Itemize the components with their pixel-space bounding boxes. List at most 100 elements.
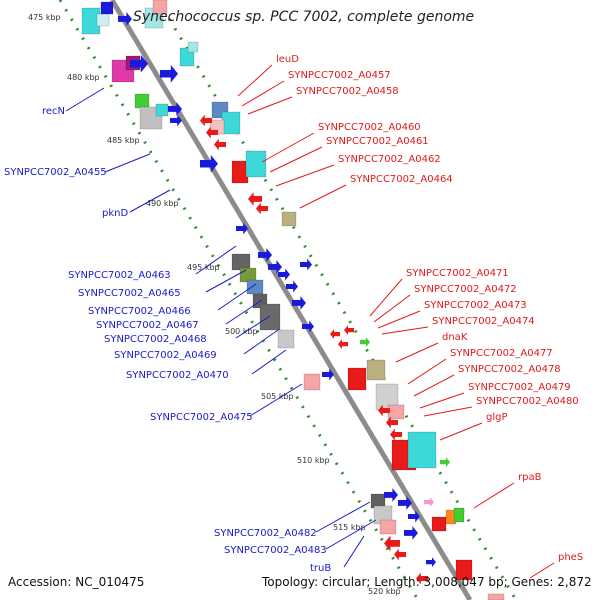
label-leader-line [299, 184, 347, 209]
gene-label-reverse: SYNPCC7002_A0477 [450, 348, 553, 359]
reverse-gene-arrow [386, 416, 398, 429]
reverse-gene-arrow [394, 440, 406, 453]
gene-feature [96, 13, 110, 27]
gene-feature [407, 431, 437, 469]
label-leader-line [373, 294, 411, 323]
forward-gene-arrow [404, 526, 418, 540]
gene-feature [366, 359, 386, 381]
gene-label-reverse: SYNPCC7002_A0457 [288, 70, 391, 81]
forward-gene-arrow [440, 457, 450, 467]
forward-gene-arrow [258, 248, 272, 262]
label-leader-line [529, 562, 555, 579]
gene-feature [455, 559, 473, 581]
label-leader-line [247, 96, 293, 115]
label-layer: recNSYNPCC7002_A0455pknDSYNPCC7002_A0463… [4, 54, 583, 579]
gene-label-reverse: SYNPCC7002_A0479 [468, 382, 571, 393]
reverse-gene-arrow [344, 325, 354, 335]
gene-feature [231, 253, 251, 271]
kbp-tick-label: 505 kbp [261, 392, 294, 401]
forward-gene-arrow [300, 258, 312, 271]
kbp-tick-label: 500 kbp [225, 327, 258, 336]
forward-gene-arrow [322, 368, 334, 381]
kbp-tick-label: 480 kbp [67, 73, 100, 82]
forward-gene-arrow [292, 296, 306, 310]
forward-gene-arrow [408, 510, 420, 523]
gene-feature [152, 0, 168, 15]
label-leader-line [343, 535, 365, 568]
reverse-gene-arrow [394, 548, 406, 561]
gene-label-reverse: SYNPCC7002_A0472 [414, 284, 517, 295]
gene-feature [431, 516, 447, 532]
gene-feature [453, 507, 465, 523]
map-title: Synechococcus sp. PCC 7002, complete gen… [133, 9, 475, 25]
gene-label-forward: truB [310, 563, 331, 574]
kbp-tick-label: 475 kbp [28, 13, 61, 22]
gene-label-forward: SYNPCC7002_A0470 [126, 370, 229, 381]
genome-summary-text: Topology: circular; Length: 3,008,047 bp… [262, 575, 592, 589]
forward-gene-arrow [236, 222, 248, 235]
reverse-gene-arrow [256, 202, 268, 215]
gene-feature [277, 329, 295, 349]
reverse-gene-arrow [390, 428, 402, 441]
gene-feature [246, 279, 264, 295]
label-leader-line [235, 315, 271, 339]
label-leader-line [315, 501, 371, 533]
gene-label-forward: SYNPCC7002_A0469 [114, 350, 217, 361]
gene-label-forward: SYNPCC7002_A0466 [88, 306, 191, 317]
label-leader-line [407, 358, 447, 385]
gene-label-forward: pknD [102, 208, 128, 219]
gene-label-reverse: SYNPCC7002_A0473 [424, 300, 527, 311]
forward-gene-arrow [268, 260, 282, 274]
genome-backbone [109, 0, 473, 600]
gene-label-reverse: SYNPCC7002_A0461 [326, 136, 429, 147]
kbp-tick-label: 485 kbp [107, 136, 140, 145]
gene-feature [281, 211, 297, 227]
reverse-gene-arrow [200, 114, 212, 127]
reverse-gene-arrow [416, 572, 428, 585]
label-leader-line [473, 482, 515, 509]
gene-label-forward: SYNPCC7002_A0455 [4, 167, 107, 178]
gene-label-forward: SYNPCC7002_A0475 [150, 412, 253, 423]
label-leader-line [205, 269, 247, 293]
gene-feature [231, 160, 249, 184]
gene-label-forward: SYNPCC7002_A0465 [78, 288, 181, 299]
gene-feature [187, 41, 199, 53]
gene-label-forward: SYNPCC7002_A0482 [214, 528, 317, 539]
gene-feature [487, 593, 505, 600]
label-leader-line [413, 374, 455, 397]
gene-label-forward: SYNPCC7002_A0467 [96, 320, 199, 331]
forward-gene-arrow [168, 102, 182, 116]
gene-label-reverse: SYNPCC7002_A0480 [476, 396, 579, 407]
accession-text: Accession: NC_010475 [8, 575, 145, 589]
gene-feature [179, 47, 195, 67]
gene-feature [303, 373, 321, 391]
gene-label-reverse: pheS [558, 552, 583, 563]
kbp-tick-label: 515 kbp [333, 523, 366, 532]
label-leader-line [217, 283, 257, 311]
gene-label-reverse: SYNPCC7002_A0462 [338, 154, 441, 165]
reverse-gene-arrow [206, 126, 218, 139]
forward-gene-arrow [384, 488, 398, 502]
gene-label-forward: SYNPCC7002_A0468 [104, 334, 207, 345]
forward-gene-arrow [360, 337, 370, 347]
label-leader-line [395, 342, 439, 363]
forward-gene-arrow [170, 114, 182, 127]
gene-label-reverse: dnaK [442, 332, 468, 343]
label-leader-line [269, 146, 323, 173]
gene-feature [387, 404, 405, 420]
label-leader-line [369, 278, 403, 317]
forward-gene-arrow [398, 496, 412, 510]
label-leader-line [419, 392, 465, 409]
label-leader-line [237, 64, 273, 97]
reverse-gene-arrow [330, 329, 340, 339]
gene-feature [134, 93, 150, 109]
label-leader-line [251, 349, 287, 375]
gene-feature [347, 367, 367, 391]
forward-gene-arrow [200, 154, 218, 173]
reverse-gene-arrow [384, 535, 400, 552]
gene-label-forward: SYNPCC7002_A0483 [224, 545, 327, 556]
label-leader-line [225, 299, 263, 325]
label-leader-line [249, 383, 303, 417]
